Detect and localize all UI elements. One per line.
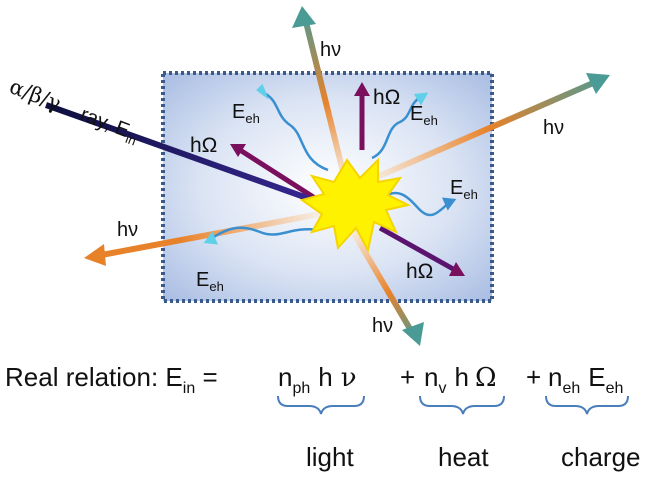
phonon-arrow-bottom (378, 225, 465, 276)
eh-wave-right (381, 191, 457, 217)
eh-label-top-left: Eeh (232, 101, 260, 126)
eh-wave-top-right (371, 92, 429, 160)
brace-charge (545, 395, 629, 415)
photon-arrow-left (84, 211, 321, 266)
eh-label-top-right: Eeh (410, 103, 438, 128)
photon-arrow-upper-right (368, 73, 610, 183)
ray-text: ray, E (77, 103, 132, 142)
svg-text:α/β/γ: α/β/γ (6, 74, 64, 115)
brace-heat (419, 395, 505, 415)
brace-light (277, 395, 365, 415)
photon-arrow-down (349, 228, 424, 346)
phonon-label-bottom: hΩ (406, 260, 433, 283)
eh-wave-top-left (256, 83, 329, 172)
caption-heat: heat (438, 442, 489, 472)
photon-label-right: hν (543, 117, 564, 139)
eh-wave-bottom-left (203, 226, 319, 245)
caption-charge: charge (561, 442, 641, 472)
photon-label-top: hν (320, 39, 341, 61)
incoming-ray-label: α/β/γ ray, Ein (6, 74, 142, 148)
photon-label-bottom: hν (372, 315, 393, 337)
interaction-burst (299, 157, 411, 253)
phonon-arrow-left (230, 144, 320, 203)
phonon-arrow-top (354, 82, 370, 150)
eh-label-bottom-left: Eeh (196, 269, 224, 294)
photon-label-left: hν (117, 219, 138, 241)
caption-light: light (306, 442, 354, 472)
phonon-label-left: hΩ (190, 134, 217, 157)
phonon-label-top: hΩ (373, 86, 400, 109)
relation-prefix: Real relation: E (5, 362, 183, 392)
photon-arrow-up (292, 6, 348, 181)
svg-text:ray, Ein: ray, Ein (76, 103, 142, 148)
eh-label-right: Eeh (450, 177, 478, 202)
